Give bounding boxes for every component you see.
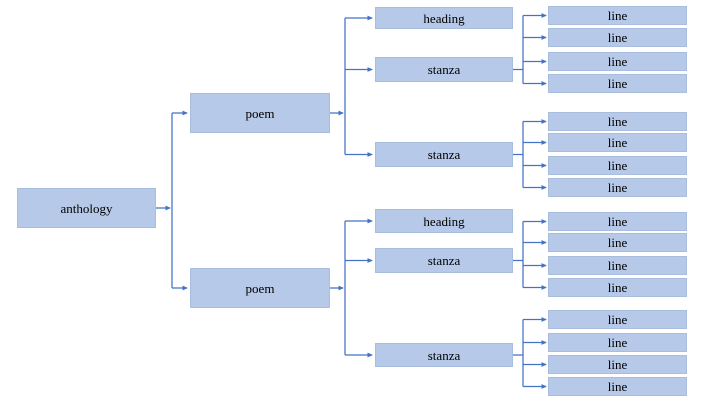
tree-node-line: line — [548, 256, 687, 275]
tree-node-line: line — [548, 233, 687, 252]
connector-poem2-to-children — [330, 218, 373, 358]
tree-node-line: line — [548, 355, 687, 374]
tree-node-line: line — [548, 377, 687, 396]
tree-node-line: line — [548, 156, 687, 175]
tree-node-line: line — [548, 6, 687, 25]
tree-node-stanza-2: stanza — [375, 142, 513, 167]
tree-node-stanza-3: stanza — [375, 248, 513, 273]
tree-node-line: line — [548, 333, 687, 352]
connector-anthology-to-poems — [156, 110, 188, 291]
tree-node-heading-1: heading — [375, 7, 513, 29]
tree-node-stanza-1: stanza — [375, 57, 513, 82]
tree-node-line: line — [548, 310, 687, 329]
tree-node-line: line — [548, 112, 687, 131]
tree-node-poem-2: poem — [190, 268, 330, 308]
connector-stanza2-to-lines — [513, 119, 547, 190]
tree-node-line: line — [548, 212, 687, 231]
tree-node-line: line — [548, 74, 687, 93]
tree-node-anthology: anthology — [17, 188, 156, 228]
tree-node-poem-1: poem — [190, 93, 330, 133]
tree-node-line: line — [548, 52, 687, 71]
tree-node-stanza-4: stanza — [375, 343, 513, 367]
connector-stanza1-to-lines — [513, 13, 547, 86]
tree-node-line: line — [548, 28, 687, 47]
tree-node-line: line — [548, 178, 687, 197]
tree-node-line: line — [548, 278, 687, 297]
connector-stanza4-to-lines — [513, 317, 547, 389]
tree-node-heading-2: heading — [375, 209, 513, 233]
connector-stanza3-to-lines — [513, 219, 547, 290]
connector-poem1-to-children — [330, 15, 373, 157]
tree-node-line: line — [548, 133, 687, 152]
